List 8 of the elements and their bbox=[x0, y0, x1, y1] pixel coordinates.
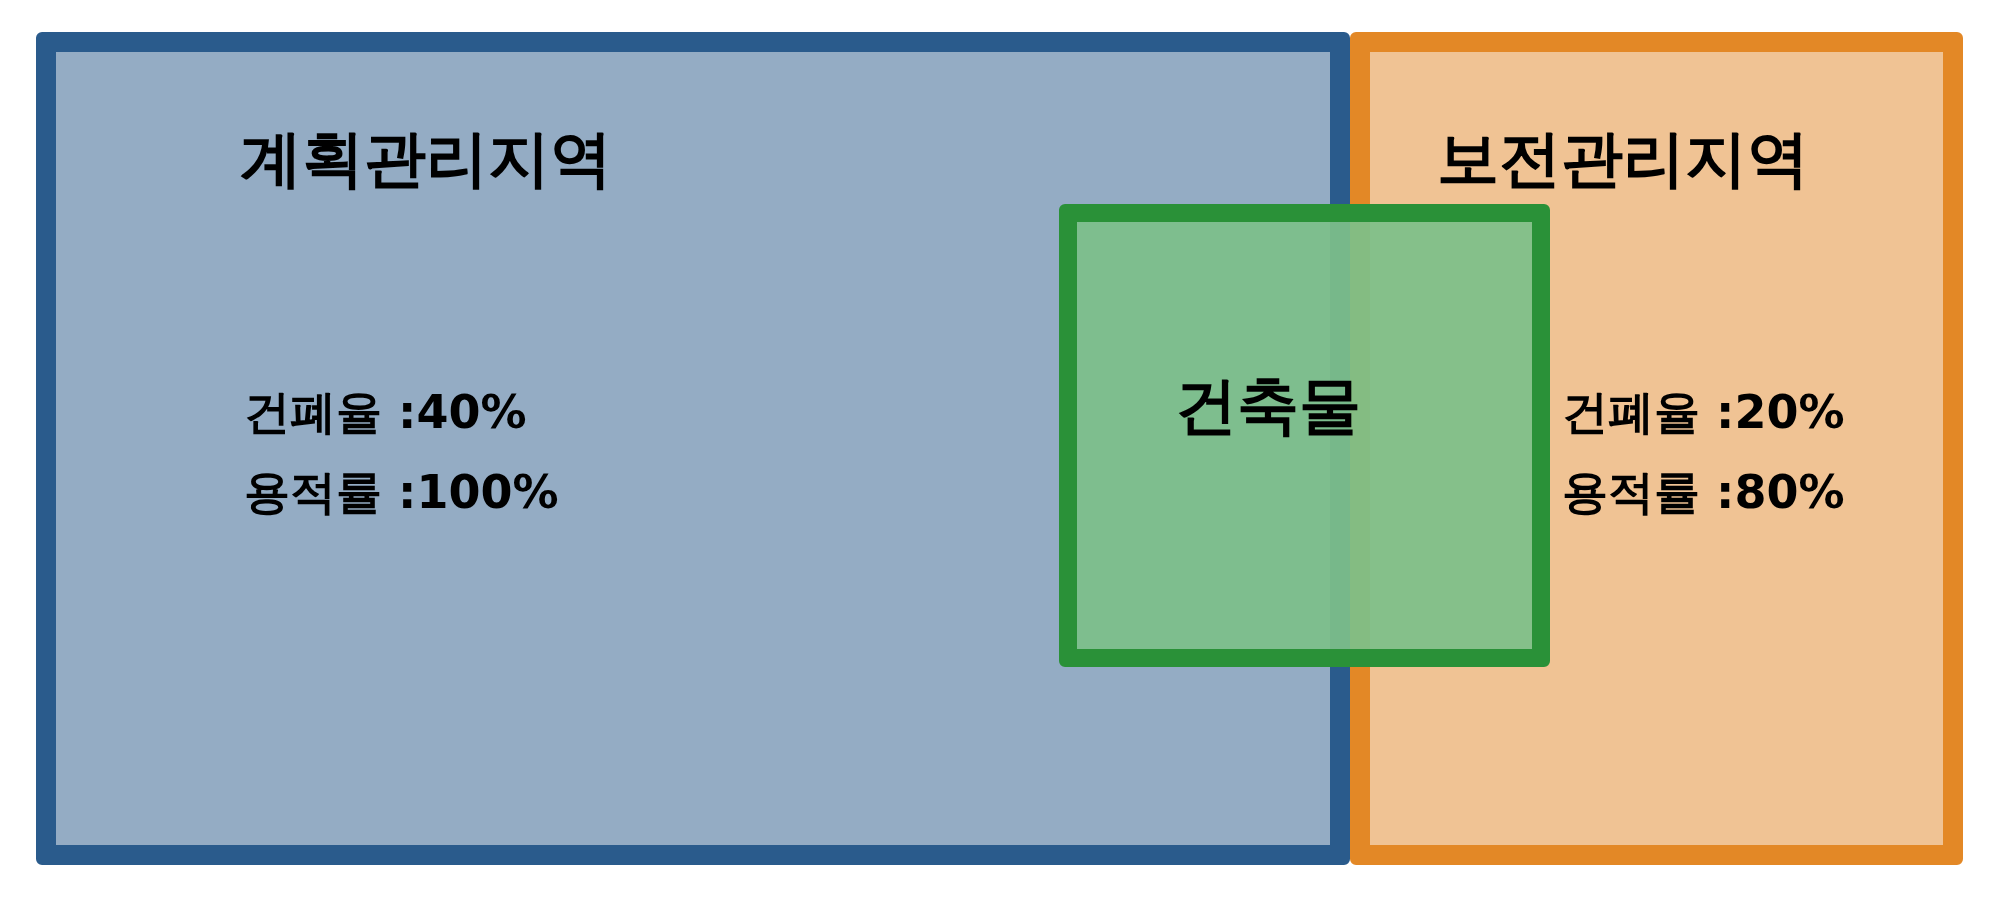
ratio-text: 건폐율 :40% bbox=[244, 384, 527, 441]
zone-box bbox=[1059, 204, 1550, 667]
ratio-text: 용적률 :80% bbox=[1562, 464, 1845, 521]
zone-title: 건축물 bbox=[1175, 368, 1361, 444]
ratio-text: 용적률 :100% bbox=[244, 464, 559, 521]
zone-title: 보전관리지역 bbox=[1437, 121, 1809, 197]
ratio-text: 건폐율 :20% bbox=[1562, 384, 1845, 441]
zone-title: 계획관리지역 bbox=[240, 121, 612, 197]
